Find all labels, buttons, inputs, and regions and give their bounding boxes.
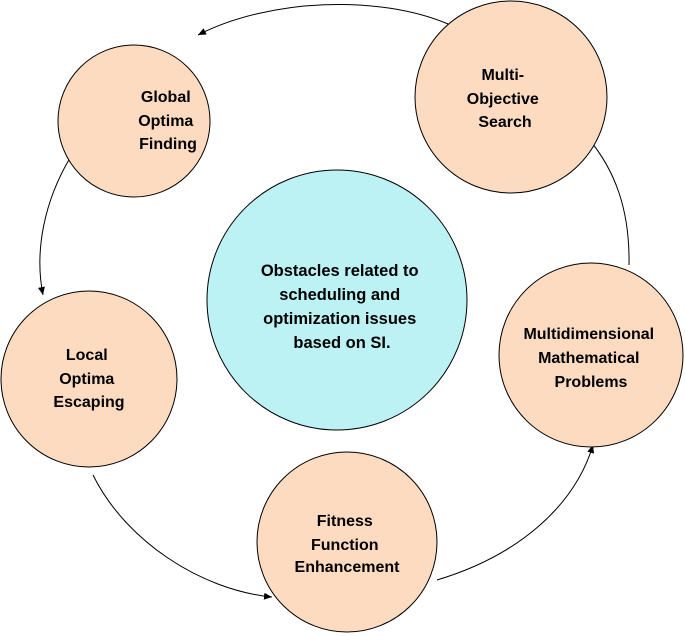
center-label-line: based on SI. (293, 334, 390, 352)
node-label-line: Optima (138, 113, 193, 130)
node-label-line: Multidimensional (523, 326, 654, 343)
center-label-line: scheduling and (279, 286, 400, 304)
arrow-fitness-function-to-multidimensional (436, 444, 595, 581)
node-label-line: Function (311, 537, 379, 554)
center-label-line: optimization issues (263, 310, 416, 328)
node-label-line: Mathematical (538, 350, 639, 367)
node-circle-multidimensional-mathematical-problems (498, 262, 684, 448)
center-circle (206, 169, 468, 431)
node-label-line: Finding (139, 136, 197, 153)
arrow-global-optima-to-local-optima (38, 157, 71, 296)
node-label-line: Multi- (481, 67, 524, 84)
center-label: Obstacles related to scheduling and opti… (261, 262, 423, 352)
node-circle-multi-objective-search (414, 0, 608, 194)
arrow-local-optima-to-fitness-function (92, 474, 273, 600)
arrow-multidimensional-to-multi-objective (587, 137, 630, 266)
node-label-multi-objective-search: Multi- Objective Search (467, 67, 543, 131)
center-label-line: Obstacles related to (261, 262, 419, 280)
node-label-line: Search (478, 114, 531, 131)
node-label-line: Objective (467, 91, 539, 108)
node-label-line: Problems (555, 374, 628, 391)
node-label-local-optima-escaping: Local Optima Escaping (53, 347, 124, 411)
node-circle-local-optima-escaping (0, 290, 178, 468)
node-label-line: Enhancement (295, 559, 401, 576)
node-label-fitness-function-enhancement: Fitness Function Enhancement (295, 513, 401, 576)
node-label-line: Optima (59, 371, 114, 388)
node-label-line: Fitness (317, 513, 373, 530)
arrow-multi-objective-to-global-optima (197, 4, 449, 36)
node-circle-fitness-function-enhancement (256, 451, 438, 633)
node-label-multidimensional-mathematical-problems: Multidimensional Mathematical Problems (523, 326, 658, 391)
node-circle-global-optima-finding (57, 44, 211, 198)
node-label-global-optima-finding: Global Optima Finding (138, 89, 198, 153)
node-label-line: Local (66, 347, 108, 364)
node-label-line: Global (141, 89, 191, 106)
node-label-line: Escaping (53, 394, 124, 411)
